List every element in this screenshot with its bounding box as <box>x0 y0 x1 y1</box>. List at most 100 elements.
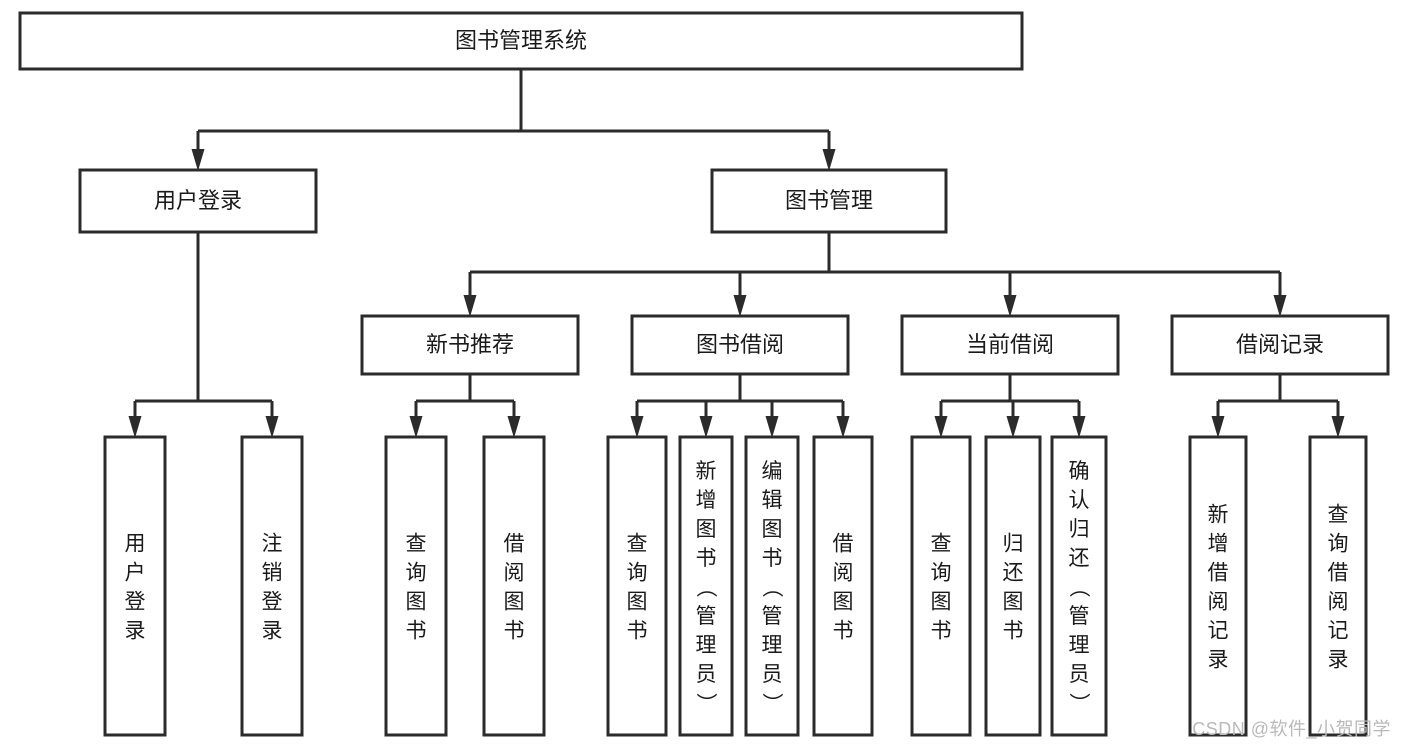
svg-text:）: ） <box>1067 693 1090 714</box>
svg-text:管: 管 <box>762 605 783 628</box>
svg-text:图: 图 <box>504 591 525 614</box>
svg-text:图: 图 <box>1003 591 1024 614</box>
svg-text:户: 户 <box>125 562 146 585</box>
node-box-leaf-query-record <box>1308 435 1368 737</box>
svg-text:书: 书 <box>504 620 525 643</box>
node-box-current-borrow <box>900 314 1120 376</box>
edge-arrowhead-book-borrow-to-leaf-query-book-2 <box>630 416 644 438</box>
svg-text:注: 注 <box>262 533 283 556</box>
edge-arrowhead-book-manage-to-new-book-recommend <box>463 295 477 317</box>
svg-text:登: 登 <box>262 591 283 614</box>
svg-text:记: 记 <box>1208 620 1229 643</box>
svg-text:询: 询 <box>931 562 952 585</box>
node-label-new-book-recommend: 新书推荐 <box>426 332 514 357</box>
edge-arrowhead-book-borrow-to-leaf-add-book <box>699 416 713 438</box>
edge-arrowhead-book-borrow-to-leaf-edit-book <box>765 416 779 438</box>
node-box-leaf-query-book-3 <box>910 435 972 737</box>
svg-text:还: 还 <box>1069 547 1090 570</box>
node-borrow-record[interactable]: 借阅记录 <box>1170 314 1390 376</box>
edge-arrowhead-borrow-record-to-leaf-query-record <box>1331 416 1345 438</box>
svg-text:图: 图 <box>696 518 717 541</box>
svg-text:阅: 阅 <box>1328 591 1349 614</box>
svg-text:理: 理 <box>1069 634 1090 657</box>
node-box-book-manage <box>710 168 948 234</box>
svg-text:录: 录 <box>1208 649 1229 672</box>
svg-text:员: 员 <box>1069 663 1090 686</box>
svg-text:借: 借 <box>1328 562 1349 585</box>
svg-text:管: 管 <box>1069 605 1090 628</box>
svg-text:录: 录 <box>125 620 146 643</box>
svg-text:）: ） <box>760 693 783 714</box>
svg-text:图: 图 <box>627 591 648 614</box>
svg-text:书: 书 <box>833 620 854 643</box>
node-box-leaf-add-record <box>1188 435 1248 737</box>
edge-arrowhead-book-manage-to-borrow-record <box>1273 295 1287 317</box>
node-book-borrow[interactable]: 图书借阅 <box>630 314 850 376</box>
node-book-manage[interactable]: 图书管理 <box>710 168 948 234</box>
svg-text:理: 理 <box>762 634 783 657</box>
edge-arrowhead-current-borrow-to-leaf-return-book <box>1006 416 1020 438</box>
svg-text:图: 图 <box>406 591 427 614</box>
node-leaf-user-login[interactable]: 用户登录 <box>103 435 167 737</box>
edge-arrowhead-current-borrow-to-leaf-confirm-return <box>1072 416 1086 438</box>
node-box-leaf-return-book <box>984 435 1042 737</box>
edge-arrowhead-book-borrow-to-leaf-borrow-book-2 <box>836 416 850 438</box>
svg-text:借: 借 <box>504 533 525 556</box>
svg-text:阅: 阅 <box>504 562 525 585</box>
svg-text:归: 归 <box>1003 533 1024 556</box>
svg-text:书: 书 <box>1003 620 1024 643</box>
node-box-leaf-logout <box>240 435 304 737</box>
svg-text:登: 登 <box>125 591 146 614</box>
svg-text:认: 认 <box>1069 489 1090 512</box>
svg-text:（: （ <box>1067 577 1090 598</box>
edge-arrowhead-book-manage-to-book-borrow <box>733 295 747 317</box>
svg-text:阅: 阅 <box>833 562 854 585</box>
svg-text:增: 增 <box>696 489 717 512</box>
svg-text:书: 书 <box>931 620 952 643</box>
svg-text:书: 书 <box>627 620 648 643</box>
node-box-user-login <box>78 168 318 234</box>
edge-arrowhead-root-to-user-login <box>191 149 205 171</box>
nodes-layer: 图书管理系统用户登录图书管理新书推荐图书借阅当前借阅借阅记录用户登录注销登录查询… <box>18 11 1390 737</box>
node-root[interactable]: 图书管理系统 <box>18 11 1024 71</box>
svg-text:图: 图 <box>833 591 854 614</box>
svg-text:查: 查 <box>931 533 952 556</box>
node-box-leaf-borrow-book-2 <box>812 435 874 737</box>
svg-text:（: （ <box>694 577 717 598</box>
node-label-current-borrow: 当前借阅 <box>966 332 1054 357</box>
node-box-leaf-query-book-2 <box>606 435 668 737</box>
csdn-watermark: CSDN @软件_小贺同学 <box>1192 719 1391 739</box>
edge-arrowhead-new-book-recommend-to-leaf-query-book-1 <box>409 416 423 438</box>
svg-text:销: 销 <box>262 562 283 585</box>
svg-text:书: 书 <box>696 547 717 570</box>
node-user-login[interactable]: 用户登录 <box>78 168 318 234</box>
svg-text:录: 录 <box>262 620 283 643</box>
node-new-book-recommend[interactable]: 新书推荐 <box>360 314 580 376</box>
node-label-borrow-record: 借阅记录 <box>1236 332 1324 357</box>
edge-arrowhead-root-to-book-manage <box>822 149 836 171</box>
node-current-borrow[interactable]: 当前借阅 <box>900 314 1120 376</box>
node-box-leaf-query-book-1 <box>384 435 448 737</box>
svg-text:阅: 阅 <box>1208 591 1229 614</box>
